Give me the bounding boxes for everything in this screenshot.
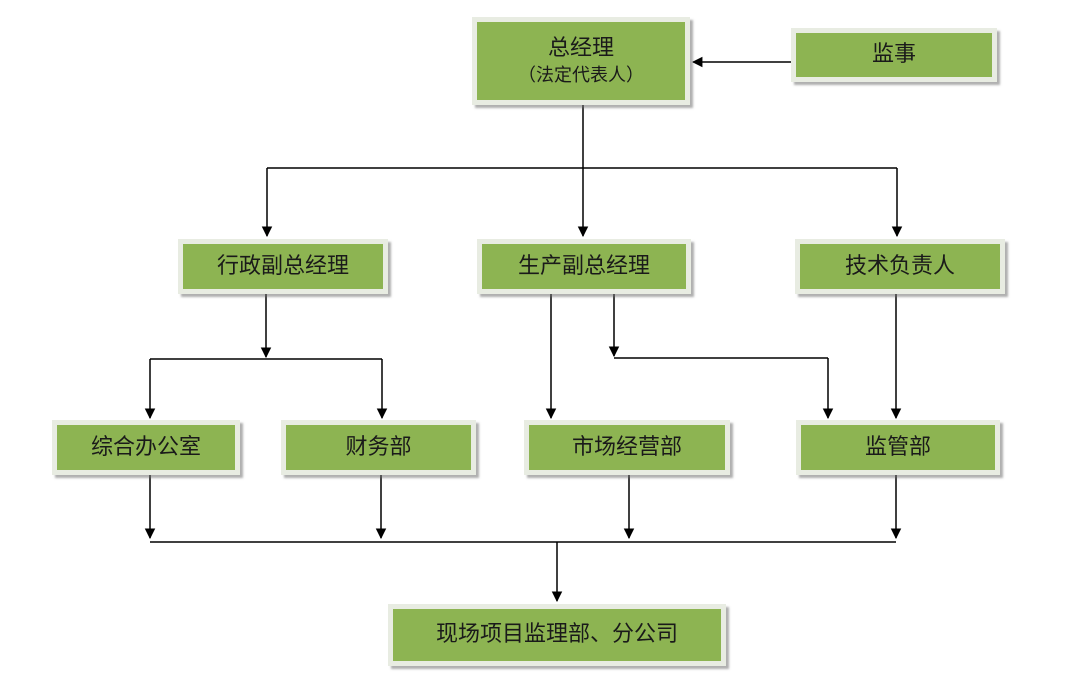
- node-general-office: 综合办公室: [52, 420, 240, 475]
- node-admin-deputy: 行政副总经理: [178, 239, 388, 294]
- node-finance-dept: 财务部: [281, 420, 476, 475]
- node-admin-deputy-label: 行政副总经理: [216, 253, 349, 279]
- node-general-office-label: 综合办公室: [90, 434, 201, 460]
- node-technical-lead-label: 技术负责人: [844, 253, 955, 279]
- node-general-manager-title: 总经理: [547, 36, 614, 61]
- node-project-dept: 现场项目监理部、分公司: [388, 604, 726, 666]
- node-project-dept-label: 现场项目监理部、分公司: [435, 622, 678, 648]
- node-finance-dept-label: 财务部: [345, 434, 412, 460]
- node-production-deputy: 生产副总经理: [477, 239, 691, 294]
- node-general-manager: 总经理 （法定代表人）: [472, 17, 690, 105]
- node-supervision-dept-label: 监管部: [864, 434, 931, 460]
- node-technical-lead: 技术负责人: [795, 239, 1005, 294]
- node-supervision-dept: 监管部: [796, 420, 1000, 475]
- node-supervisor: 监事: [791, 28, 997, 82]
- node-production-deputy-label: 生产副总经理: [517, 253, 650, 279]
- node-marketing-dept: 市场经营部: [524, 420, 730, 475]
- node-marketing-dept-label: 市场经营部: [571, 434, 682, 460]
- node-supervisor-label: 监事: [871, 42, 916, 68]
- node-general-manager-subtitle: （法定代表人）: [518, 64, 644, 86]
